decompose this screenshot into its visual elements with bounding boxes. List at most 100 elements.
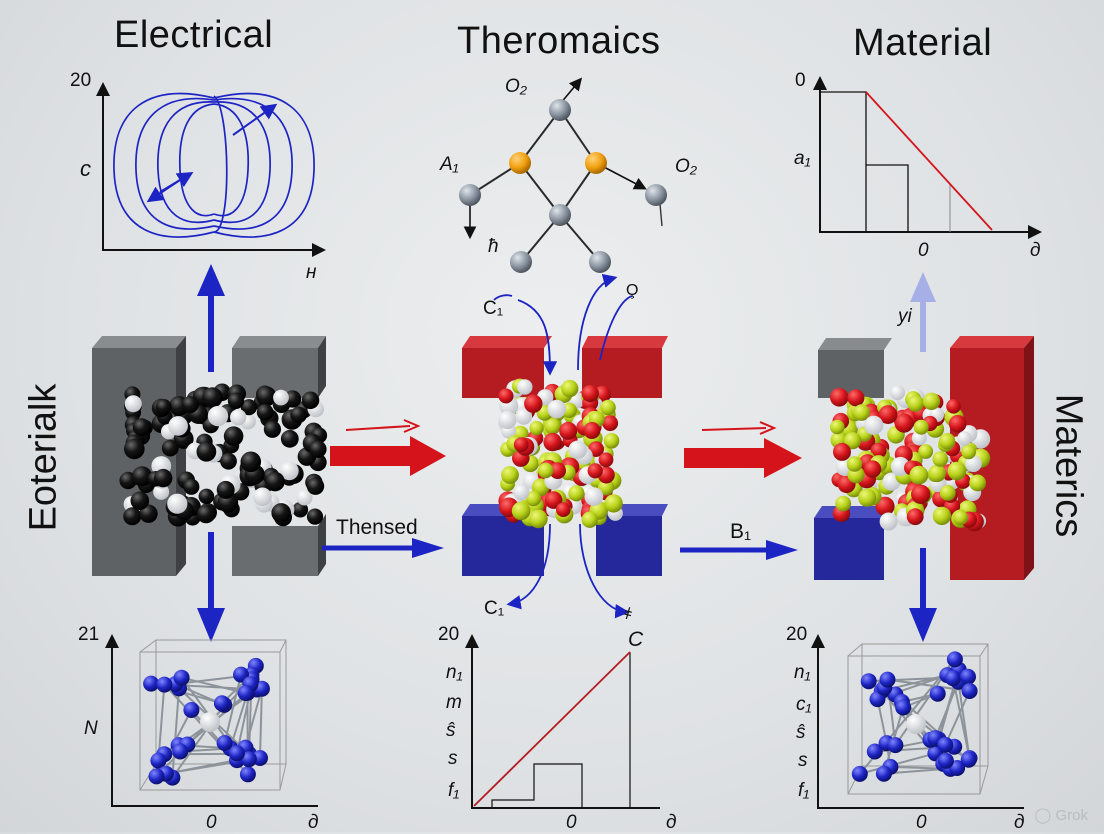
y-label-n1: n₁ [794, 662, 811, 684]
lattice-atom [852, 766, 868, 782]
field-loops [114, 94, 314, 237]
y-label-s-hat: ŝ [446, 720, 456, 742]
right-device [814, 336, 1034, 580]
lattice-atom [887, 737, 903, 753]
x-axis-label: д [308, 812, 319, 834]
side-label-left: Eoterialk [23, 378, 66, 538]
atom [604, 433, 620, 449]
blue-crystal-lattice [143, 658, 270, 786]
atom [969, 475, 986, 492]
atom [230, 409, 246, 425]
lattice-atom [183, 702, 199, 718]
y-axis-arrow [465, 634, 479, 648]
y-label-s: s [798, 750, 808, 772]
y-label-m: m [446, 692, 462, 714]
atom [197, 505, 215, 523]
atom-orange [509, 152, 531, 174]
atom [928, 465, 946, 483]
atom [582, 512, 598, 528]
corner-label: C [628, 628, 643, 652]
y-label-f1: f₁ [798, 780, 809, 802]
y-axis-label: a₁ [794, 148, 811, 170]
atom [501, 466, 519, 484]
plot-axes [472, 640, 660, 808]
atom [561, 380, 578, 397]
y-tick-label: 20 [438, 624, 459, 646]
lattice-atom [876, 766, 892, 782]
atom [208, 406, 228, 426]
flux-label-top-left: C₁ [483, 298, 503, 320]
molecule-label-bottom: ħ [488, 236, 499, 258]
atom [517, 379, 532, 394]
lattice-atom [214, 695, 230, 711]
lattice-atom [238, 685, 254, 701]
atom [307, 508, 323, 524]
center-device [462, 278, 668, 612]
atom [197, 442, 217, 462]
atom [182, 396, 199, 413]
lattice-atom [938, 753, 954, 769]
x-axis-label: н [306, 262, 316, 284]
atom [880, 513, 898, 531]
atom [946, 399, 961, 414]
atom [923, 393, 940, 410]
atom [162, 440, 179, 457]
atom-gray [589, 251, 611, 273]
bottom-center-plot [465, 634, 660, 808]
atom [228, 393, 244, 409]
lattice-atom [947, 651, 963, 667]
atom [257, 404, 274, 421]
x-tick-label: 0 [566, 812, 577, 834]
arrow-label-thensed: Thensed [336, 516, 418, 540]
lattice-atom [149, 768, 165, 784]
atom [568, 441, 587, 460]
lattice-bond [260, 689, 262, 758]
lattice-atom [174, 670, 190, 686]
atom [585, 487, 604, 506]
atom [156, 399, 172, 415]
atom [529, 421, 543, 435]
atom [514, 437, 529, 452]
lattice-atom [945, 670, 961, 686]
y-axis-arrow [105, 634, 119, 648]
atom-gray [645, 184, 667, 206]
mixed-atom-cluster [498, 379, 623, 529]
up-arrow-label: yi [898, 306, 912, 328]
flux-label-bottom-right: ҂ [624, 606, 632, 624]
lattice-atom [937, 737, 953, 753]
x-tick-label: 0 [918, 240, 929, 262]
atom [953, 510, 968, 525]
atom [202, 387, 222, 407]
atom [933, 451, 949, 467]
atom [582, 385, 599, 402]
linear-trend-line [474, 652, 630, 806]
atom-orange [585, 152, 607, 174]
atom [512, 502, 531, 521]
flux-label-bottom-left: C₁ [484, 598, 504, 620]
atom [253, 488, 272, 507]
lattice-atom [960, 669, 976, 685]
top-right-plot [813, 76, 1042, 239]
atom [847, 389, 864, 406]
atom [599, 452, 614, 467]
atom [273, 390, 289, 406]
y-label-s-hat: ŝ [796, 722, 806, 744]
atom-gray [459, 184, 481, 206]
y-axis-arrow [811, 634, 825, 648]
atom [939, 433, 955, 449]
atom [933, 507, 951, 525]
lattice-atom [930, 686, 946, 702]
atom [217, 481, 235, 499]
atom [271, 503, 291, 523]
atom [858, 489, 876, 507]
atom [949, 415, 967, 433]
bottom-left-plot [105, 634, 318, 806]
atom [914, 420, 929, 435]
atom [241, 452, 262, 473]
atom [513, 484, 529, 500]
atom [309, 441, 326, 458]
atom [133, 418, 151, 436]
atom [281, 430, 299, 448]
atom [529, 510, 548, 529]
side-label-right: Materics [1047, 384, 1090, 548]
